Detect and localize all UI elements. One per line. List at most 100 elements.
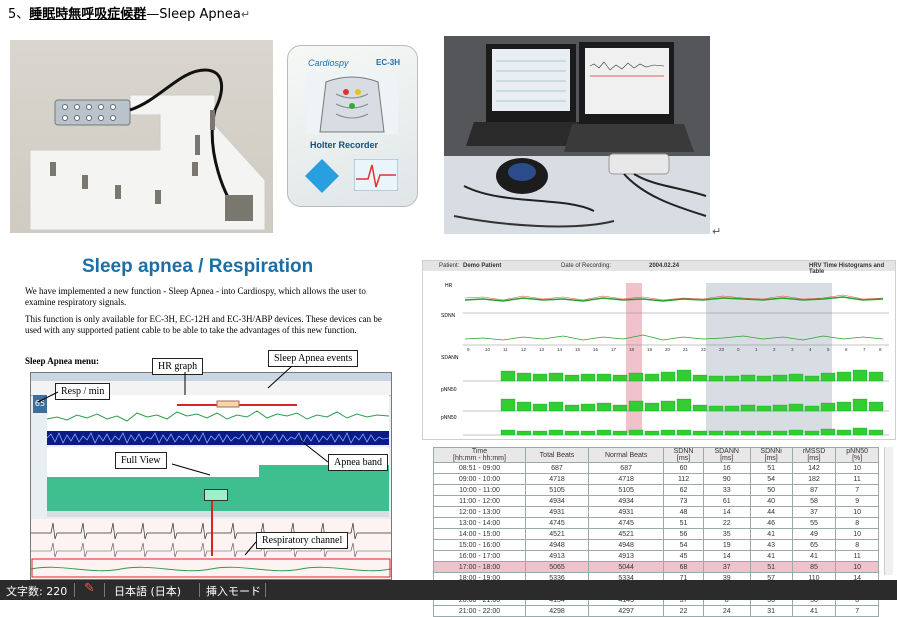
status-separator: [104, 583, 105, 597]
table-cell: 15:00 - 16:00: [433, 539, 526, 551]
table-cell: 16:00 - 17:00: [433, 550, 526, 562]
status-separator: [74, 583, 75, 597]
recorder-brand: Cardiospy: [308, 58, 349, 68]
table-cell: 41: [749, 528, 793, 540]
table-cell: 41: [791, 605, 837, 617]
status-separator: [199, 583, 200, 597]
svg-text:20: 20: [665, 347, 671, 352]
svg-text:16: 16: [593, 347, 599, 352]
svg-text:23: 23: [719, 347, 725, 352]
table-cell: 87: [791, 484, 837, 496]
table-cell: 46: [749, 517, 793, 529]
document-heading: 5、睡眠時無呼吸症候群—Sleep Apnea↵: [8, 3, 250, 22]
torso-illustration: [306, 72, 398, 134]
table-header-cell: Time [hh:mm - hh:mm]: [433, 447, 526, 463]
table-cell: 51: [663, 517, 704, 529]
callout-hr-graph: HR graph: [152, 358, 204, 375]
table-cell: 5105: [587, 484, 665, 496]
hrv-patient: Demo Patient: [463, 263, 502, 269]
table-cell: 182: [791, 473, 837, 485]
heading-english: Sleep Apnea: [159, 7, 241, 22]
photo-holter-recorder[interactable]: Cardiospy EC-3H Holter Recorder: [283, 43, 420, 210]
svg-text:SDANN: SDANN: [441, 355, 459, 361]
photo-electrode-sheet[interactable]: [10, 40, 273, 233]
hrv-date-label: Date of Recording:: [561, 263, 612, 269]
photo-laptops[interactable]: [444, 36, 710, 234]
photo-return-mark: ↵: [712, 225, 722, 238]
status-language[interactable]: 日本語 (日本): [114, 585, 182, 598]
table-cell: 22: [702, 517, 751, 529]
table-cell: 40: [749, 495, 793, 507]
table-cell: 14: [702, 550, 751, 562]
table-cell: 12:00 - 13:00: [433, 506, 526, 518]
table-cell: 112: [663, 473, 704, 485]
table-cell: 11: [835, 550, 879, 562]
heading-dash: —: [146, 7, 160, 22]
recorder-body: Cardiospy EC-3H Holter Recorder: [287, 45, 418, 207]
svg-text:7: 7: [863, 347, 866, 352]
table-cell: 14: [702, 506, 751, 518]
table-cell: 09:00 - 10:00: [433, 473, 526, 485]
table-scrollbar[interactable]: [884, 447, 893, 575]
status-bar: 文字数: 220 ✎ 日本語 (日本) 挿入モード: [0, 580, 897, 600]
ss-titlebar: [31, 373, 391, 381]
recorder-blue-button[interactable]: [305, 159, 339, 193]
table-cell: 7: [835, 484, 879, 496]
table-cell: 44: [749, 506, 793, 518]
svg-text:19: 19: [647, 347, 653, 352]
svg-text:pNN50: pNN50: [441, 387, 457, 393]
table-cell: 8: [835, 539, 879, 551]
table-cell: 51: [749, 561, 793, 573]
table-cell: 4745: [587, 517, 665, 529]
table-cell: 49: [791, 528, 837, 540]
table-cell: 5065: [525, 561, 589, 573]
full-view-marker[interactable]: [204, 489, 228, 501]
recorder-model: EC-3H: [376, 58, 401, 67]
table-cell: 4913: [525, 550, 589, 562]
svg-text:9: 9: [467, 347, 470, 352]
hrv-patient-label: Patient:: [439, 263, 460, 269]
table-cell: 85: [791, 561, 837, 573]
table-cell: 687: [587, 462, 665, 474]
table-cell: 4948: [525, 539, 589, 551]
svg-text:4: 4: [809, 347, 812, 352]
callout-sleep-apnea-events: Sleep Apnea events: [268, 350, 359, 367]
table-cell: 4298: [525, 605, 589, 617]
table-cell: 68: [663, 561, 704, 573]
svg-text:12: 12: [521, 347, 527, 352]
table-cell: 35: [702, 528, 751, 540]
table-cell: 62: [663, 484, 704, 496]
table-header-cell: pNN50 [%]: [835, 447, 879, 463]
status-word-count[interactable]: 文字数: 220: [6, 585, 68, 598]
table-cell: 56: [663, 528, 704, 540]
svg-text:5: 5: [827, 347, 830, 352]
proofing-icon[interactable]: ✎: [84, 581, 95, 596]
ss-scrollbar[interactable]: [47, 511, 389, 517]
table-cell: 54: [663, 539, 704, 551]
table-cell: 24: [702, 605, 751, 617]
table-cell: 4521: [587, 528, 665, 540]
table-cell: 17:00 - 18:00: [433, 561, 526, 573]
table-cell: 5105: [525, 484, 589, 496]
status-insert-mode[interactable]: 挿入モード: [206, 585, 261, 598]
status-separator: [265, 583, 266, 597]
table-cell: 142: [791, 462, 837, 474]
table-cell: 11: [835, 473, 879, 485]
callout-resp-min: Resp / min: [55, 383, 111, 400]
table-cell: 10:00 - 11:00: [433, 484, 526, 496]
table-cell: 16: [702, 462, 751, 474]
full-view-panel: [47, 447, 389, 511]
svg-text:10: 10: [485, 347, 491, 352]
table-cell: 687: [525, 462, 589, 474]
